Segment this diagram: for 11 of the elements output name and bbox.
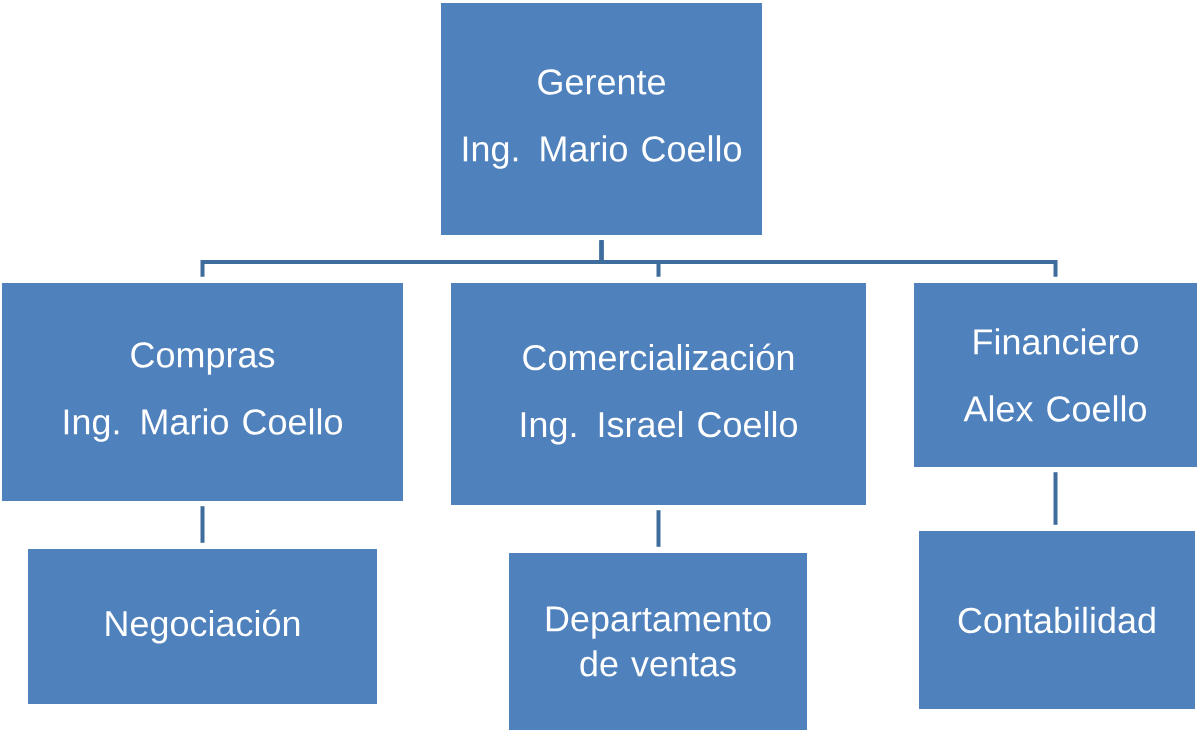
org-box: Comercialización Ing. Israel Coello — [451, 283, 866, 505]
connector-line — [200, 506, 205, 543]
org-box: Financiero Alex Coello — [914, 283, 1197, 467]
org-box: Compras Ing. Mario Coello — [2, 283, 403, 501]
connector-line — [599, 240, 1058, 277]
connector-line — [1053, 472, 1058, 525]
connector-line — [656, 510, 661, 547]
org-box: Departamento de ventas — [509, 553, 807, 730]
org-box: Gerente Ing. Mario Coello — [441, 3, 762, 235]
org-box: Negociación — [28, 549, 377, 704]
org-box: Contabilidad — [919, 531, 1195, 709]
